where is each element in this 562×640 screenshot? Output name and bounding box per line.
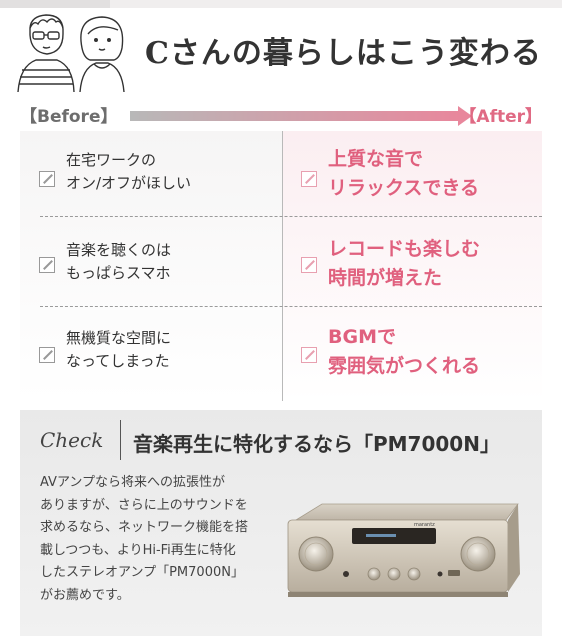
arrow-right-icon [458, 106, 472, 126]
after-text-3: BGMで 雰囲気がつくれる [328, 326, 481, 377]
after-label: 【After】 [459, 107, 542, 127]
top-strip [0, 0, 562, 8]
after-item-3: BGMで 雰囲気がつくれる [282, 309, 542, 389]
amp-brand-logo: marantz [414, 522, 435, 528]
checkbox-icon [301, 171, 317, 187]
person-illustration [17, 14, 125, 93]
before-after-grid: 在宅ワークの オン/オフがほしい 上質な音で リラックスできる 音楽を聴くのは … [20, 131, 542, 401]
checkbox-icon [39, 347, 55, 363]
checkbox-icon [39, 171, 55, 187]
before-text-1: 在宅ワークの オン/オフがほしい [66, 151, 192, 192]
after-item-1: 上質な音で リラックスできる [282, 131, 542, 211]
check-title: 音楽再生に特化するなら「PM7000N」 [133, 432, 500, 456]
man-avatar [17, 14, 75, 93]
woman-avatar [79, 16, 125, 93]
row-divider [40, 306, 542, 307]
vertical-divider [282, 131, 283, 401]
page-title: Cさんの暮らしはこう変わる [145, 36, 542, 71]
after-text-1: 上質な音で リラックスできる [328, 148, 480, 199]
before-item-3: 無機質な空間に なってしまった [20, 309, 282, 389]
arrow-bar [130, 111, 460, 121]
before-text-2: 音楽を聴くのは もっぱらスマホ [66, 241, 172, 282]
checkbox-icon [301, 347, 317, 363]
before-text-3: 無機質な空間に なってしまった [66, 329, 172, 370]
row-divider [40, 216, 542, 217]
before-after-header: 【Before】 【After】 [20, 102, 542, 132]
checkbox-icon [39, 257, 55, 273]
check-panel: Check 音楽再生に特化するなら「PM7000N」 AVアンプなら将来への拡張… [20, 410, 542, 636]
before-column [20, 131, 282, 401]
check-separator [120, 420, 121, 460]
after-item-2: レコードも楽しむ 時間が増えた [282, 221, 542, 301]
after-column [282, 131, 542, 401]
before-label: 【Before】 [20, 107, 118, 127]
amplifier-image: marantz [287, 503, 520, 597]
after-text-2: レコードも楽しむ 時間が増えた [328, 238, 481, 289]
amp-left-knob [298, 536, 334, 572]
amp-right-knob [460, 536, 496, 572]
before-item-1: 在宅ワークの オン/オフがほしい [20, 131, 282, 211]
check-label: Check [40, 428, 104, 452]
check-body: AVアンプなら将来への拡張性が ありますが、さらに上のサウンドを 求めるなら、ネ… [40, 475, 249, 603]
checkbox-icon [301, 257, 317, 273]
before-item-2: 音楽を聴くのは もっぱらスマホ [20, 221, 282, 301]
